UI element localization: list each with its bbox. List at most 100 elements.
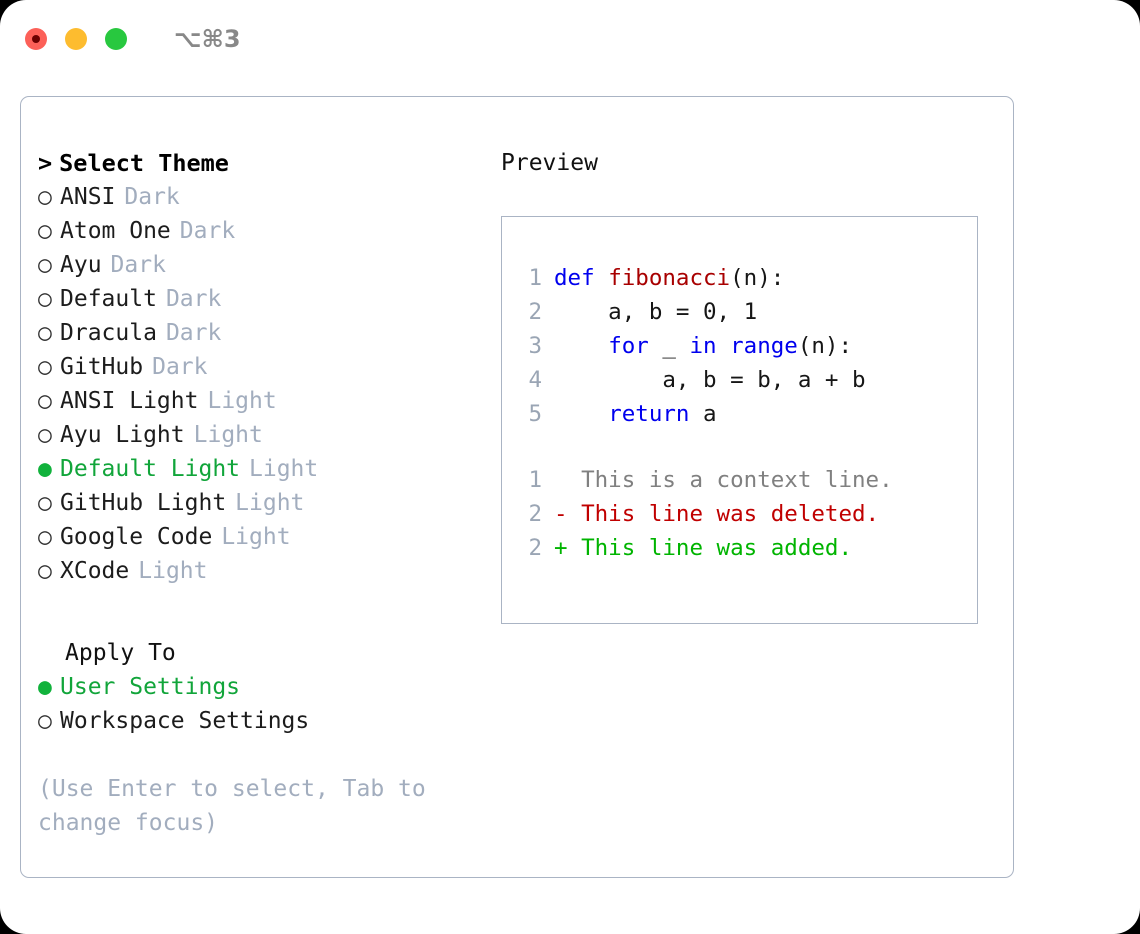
diff-line: 2- This line was deleted. <box>516 497 893 531</box>
theme-list-item[interactable]: ○ ANSI Light Light <box>38 384 468 418</box>
theme-variant-tag: Light <box>207 388 277 414</box>
line-number: 4 <box>528 367 542 393</box>
theme-name: Ayu <box>60 252 102 278</box>
theme-name: ANSI <box>60 184 116 210</box>
diff-text: + This line was added. <box>554 535 853 561</box>
theme-variant-tag: Dark <box>165 320 222 346</box>
theme-name: Dracula <box>60 320 157 346</box>
line-number: 1 <box>528 467 542 493</box>
radio-unselected-icon: ○ <box>38 558 52 584</box>
code-token: (n): <box>797 333 853 359</box>
code-token: for <box>608 333 649 359</box>
prompt-caret-icon: > <box>38 149 53 177</box>
code-token <box>554 401 608 427</box>
theme-list-item[interactable]: ● Default Light Light <box>38 452 468 486</box>
diff-line: 1 This is a context line. <box>516 463 893 497</box>
line-number: 3 <box>528 333 542 359</box>
diff-line: 2+ This line was added. <box>516 531 893 565</box>
preview-title: Preview <box>501 150 598 176</box>
theme-list-item[interactable]: ○ ANSI Dark <box>38 180 468 214</box>
theme-variant-tag: Dark <box>165 286 222 312</box>
theme-variant-tag: Light <box>193 422 263 448</box>
code-token <box>717 333 731 359</box>
code-token <box>554 333 608 359</box>
theme-name: Default Light <box>60 456 241 482</box>
theme-name: Atom One <box>60 218 171 244</box>
theme-name: ANSI Light <box>60 388 199 414</box>
line-number: 2 <box>528 501 542 527</box>
apply-to-list: ● User Settings ○ Workspace Settings <box>38 670 468 738</box>
section-spacer <box>38 588 468 636</box>
theme-variant-tag: Light <box>138 558 208 584</box>
diff-text: This is a context line. <box>554 467 893 493</box>
minimize-button[interactable] <box>65 28 87 50</box>
radio-unselected-icon: ○ <box>38 490 52 516</box>
theme-variant-tag: Dark <box>110 252 166 278</box>
code-token: def <box>554 265 609 291</box>
theme-name: GitHub <box>60 354 144 380</box>
page-title: >Select Theme <box>38 146 468 180</box>
code-line: 1 def fibonacci(n): <box>516 261 893 295</box>
theme-variant-tag: Light <box>221 524 291 550</box>
maximize-button[interactable] <box>105 28 127 50</box>
code-token: a, b = 0, 1 <box>554 299 758 325</box>
radio-unselected-icon: ○ <box>38 422 52 448</box>
radio-unselected-icon: ○ <box>38 524 52 550</box>
line-number: 5 <box>528 401 542 427</box>
theme-list-item[interactable]: ○ Ayu Light Light <box>38 418 468 452</box>
code-token: in <box>689 333 717 359</box>
close-button[interactable] <box>25 28 47 50</box>
code-token: range <box>730 333 798 359</box>
theme-name: Default <box>60 286 157 312</box>
theme-variant-tag: Light <box>249 456 319 482</box>
code-token: a <box>689 401 717 427</box>
theme-variant-tag: Dark <box>179 218 236 244</box>
radio-selected-icon: ● <box>38 456 52 482</box>
theme-variant-tag: Dark <box>124 184 180 210</box>
radio-unselected-icon: ○ <box>38 708 52 734</box>
radio-unselected-icon: ○ <box>38 184 52 210</box>
line-number: 2 <box>528 299 542 325</box>
theme-name: Google Code <box>60 524 213 550</box>
radio-unselected-icon: ○ <box>38 388 52 414</box>
window-controls <box>25 28 127 50</box>
code-token: (n): <box>730 265 785 291</box>
radio-unselected-icon: ○ <box>38 286 52 312</box>
code-token: fibonacci <box>608 265 731 291</box>
code-token: return <box>608 401 690 427</box>
theme-list-item[interactable]: ○ XCode Light <box>38 554 468 588</box>
theme-name: GitHub Light <box>60 490 227 516</box>
theme-name: XCode <box>60 558 130 584</box>
radio-selected-icon: ● <box>38 674 52 700</box>
line-number: 1 <box>528 265 542 291</box>
code-diff-separator <box>516 431 893 463</box>
apply-to-option[interactable]: ● User Settings <box>38 670 468 704</box>
theme-list-item[interactable]: ○ Google Code Light <box>38 520 468 554</box>
code-line: 5 return a <box>516 397 893 431</box>
theme-name: Ayu Light <box>60 422 185 448</box>
code-token: _ <box>648 333 690 359</box>
apply-to-label: User Settings <box>60 674 241 700</box>
keyboard-hint: (Use Enter to select, Tab to change focu… <box>38 776 426 836</box>
page-title-label: Select Theme <box>59 149 229 177</box>
keyboard-shortcut-label: ⌥⌘3 <box>174 25 241 53</box>
code-line: 3 for _ in range(n): <box>516 329 893 363</box>
radio-unselected-icon: ○ <box>38 354 52 380</box>
apply-to-label: Workspace Settings <box>60 708 310 734</box>
radio-unselected-icon: ○ <box>38 218 52 244</box>
theme-list-item[interactable]: ○ Default Dark <box>38 282 468 316</box>
code-line: 4 a, b = b, a + b <box>516 363 893 397</box>
theme-list-item[interactable]: ○ Atom One Dark <box>38 214 468 248</box>
apply-to-option[interactable]: ○ Workspace Settings <box>38 704 468 738</box>
